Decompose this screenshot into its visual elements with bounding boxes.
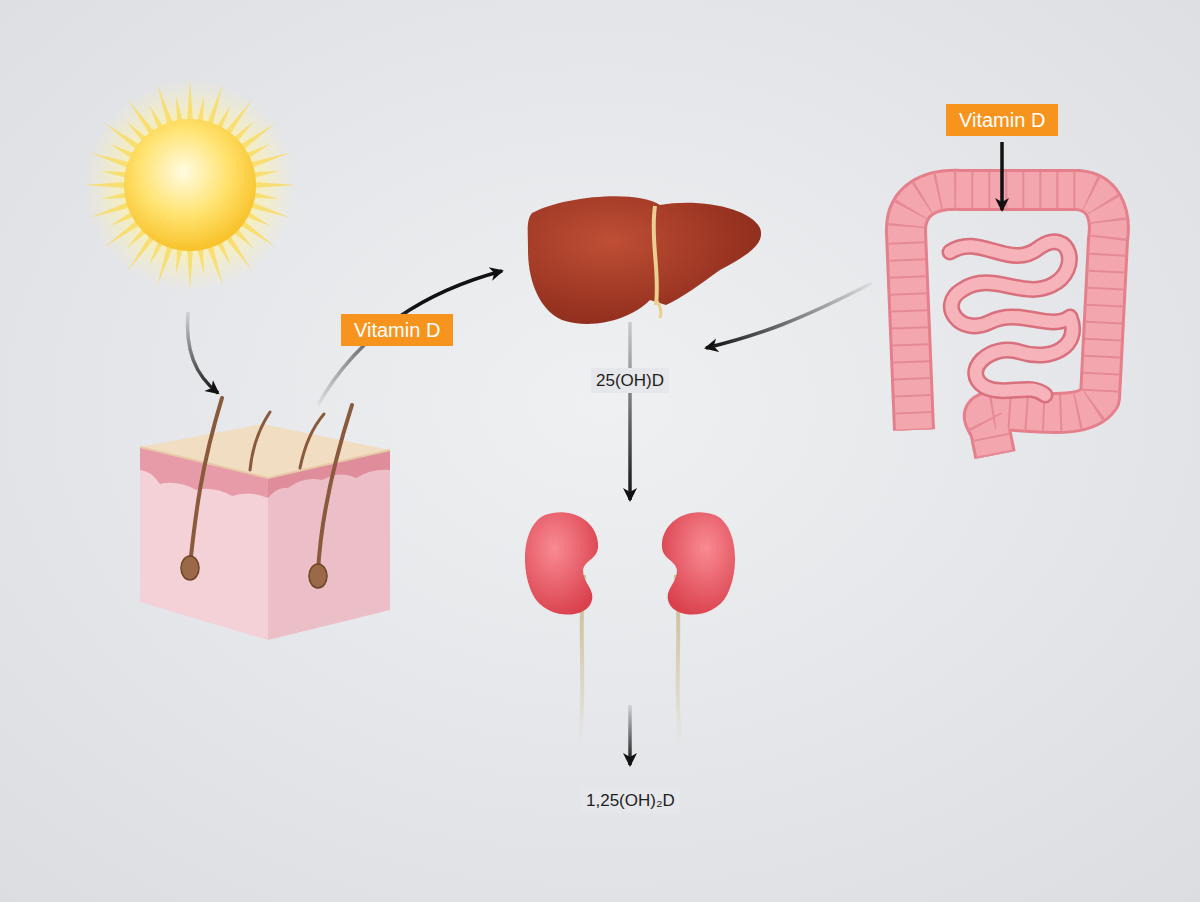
illustration-part [656,300,661,318]
illustration-part [89,152,130,168]
intestines [906,190,1109,455]
illustration-part [176,248,183,274]
vitamin-label-box: Vitamin D [341,314,453,346]
illustration-part [225,235,252,271]
illustration-part [84,182,126,188]
liver-kidney-arrow [628,322,632,500]
illustration-part [950,242,1073,395]
sunlight-arrow [187,312,218,393]
illustration-part [662,512,735,742]
skin-block [140,398,390,640]
illustration-part [240,123,276,150]
illustration-part [525,512,598,742]
illustration-part [181,556,199,580]
sun [84,79,296,291]
illustration-part [662,512,735,614]
illustration-part [528,196,761,324]
illustration-part [124,119,256,251]
illustration-part [197,248,204,274]
illustration-part [85,80,295,290]
metabolite-label: 25(OH)D [591,368,669,393]
illustration-part [190,398,222,565]
arrows [187,142,1002,765]
illustration-part [207,245,223,286]
illustration-part [101,171,127,178]
skin-liver-arrow [318,271,502,405]
illustration-part [197,96,204,122]
illustration-part [906,190,1109,455]
illustration-part [250,412,270,470]
illustration-part [157,84,173,125]
illustration-part [950,242,1073,395]
illustration-part [300,414,324,468]
node-text: Vitamin D [959,108,1045,132]
illustration-part [104,123,140,150]
illustration-part [104,220,140,247]
illustration-part [240,220,276,247]
illustration-part [253,171,279,178]
illustration-part [318,405,352,573]
liver [528,196,761,324]
illustration-part [128,99,155,135]
illustration-part [128,235,155,271]
illustration-part [253,192,279,199]
illustration-part [309,564,327,588]
illustration-part [89,202,130,218]
illustration-part [906,190,1109,455]
illustration-part [176,96,183,122]
gut-liver-arrow [706,283,872,348]
illustration-part [187,249,193,291]
kidney-output-arrow [628,705,632,765]
illustration-part [157,245,173,286]
illustration-part [525,512,598,614]
metabolite-label: 1,25(OH)₂D [581,788,680,813]
intake-arrow [1000,142,1004,210]
illustration-part [254,182,296,188]
illustration-part [101,192,127,199]
illustration-part [268,450,390,640]
illustration-part [906,190,1109,455]
illustration-part [84,79,296,291]
illustration-part [140,447,390,478]
illustration-part [654,206,657,305]
node-text: Vitamin D [354,318,440,342]
illustration-part [250,152,291,168]
illustration-part [187,79,193,121]
vitamin-label-box: Vitamin D [946,104,1058,136]
illustration-part [207,84,223,125]
illustration-part [225,99,252,135]
illustration-part [250,202,291,218]
